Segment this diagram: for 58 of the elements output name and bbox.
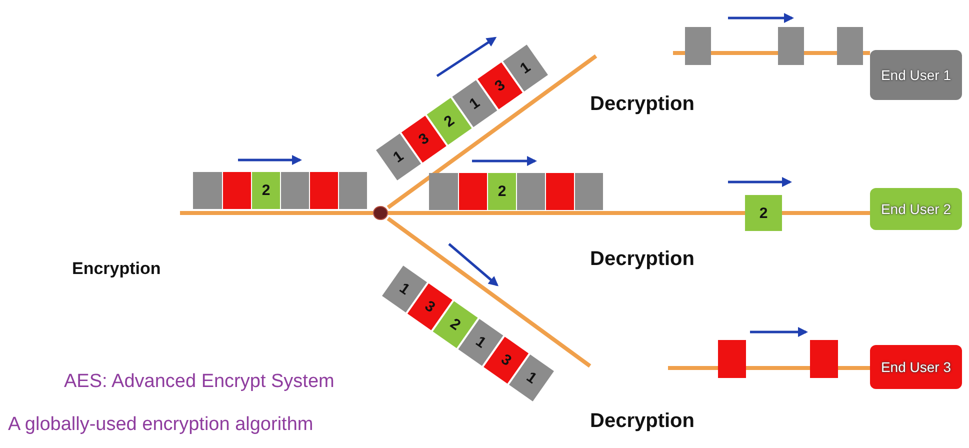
caption-text: A globally-used encryption algorithm — [8, 414, 314, 436]
packet-cell — [280, 172, 309, 208]
connector-line — [838, 366, 870, 370]
decryption-label: Decryption — [590, 410, 694, 433]
encryption-label: Encryption — [72, 259, 161, 279]
end-user-box — [870, 188, 962, 230]
packet-cell — [309, 172, 338, 208]
cell-number: 3 — [422, 296, 438, 316]
packet-cell — [574, 172, 603, 210]
packet-cell — [487, 172, 516, 210]
cell-number: 2 — [759, 204, 768, 222]
connector-line — [804, 51, 837, 55]
cell-number: 3 — [498, 350, 514, 370]
decryption-label: Decryption — [590, 93, 694, 116]
packet-cell — [810, 340, 838, 378]
packet-cell — [222, 172, 251, 208]
connector-line — [386, 54, 598, 210]
junction-dot — [373, 206, 388, 220]
connector-line — [388, 211, 745, 215]
cell-number: 1 — [472, 332, 489, 352]
packet-cell — [837, 27, 863, 65]
cell-number: 1 — [396, 279, 413, 298]
cell-number: 1 — [517, 58, 534, 77]
packet-cell — [458, 172, 487, 210]
packet-cell — [685, 27, 711, 65]
caption-text: AES: Advanced Encrypt System — [64, 371, 334, 393]
connector-line — [673, 51, 685, 55]
end-user-box — [870, 50, 962, 100]
packet-cell — [516, 172, 545, 210]
cell-number: 2 — [441, 112, 458, 130]
cell-number: 3 — [492, 76, 508, 95]
connector-line — [180, 211, 373, 215]
cell-number: 1 — [390, 147, 407, 166]
end-user-box — [870, 345, 962, 389]
packet-cell — [718, 340, 746, 378]
connector-line — [863, 51, 870, 55]
packet-cell — [338, 172, 367, 208]
packet-cell — [778, 27, 804, 65]
end-user-label: End User 2 — [880, 202, 952, 216]
packet-cell — [745, 195, 782, 231]
end-user-label: End User 1 — [880, 68, 952, 82]
connector-line — [711, 51, 778, 55]
connector-line — [386, 216, 592, 368]
packet-cell — [251, 172, 280, 208]
connector-line — [746, 366, 810, 370]
cell-number: 2 — [447, 314, 464, 334]
cell-number: 2 — [262, 182, 270, 198]
cell-number: 2 — [498, 182, 506, 200]
packet-cell — [429, 172, 458, 210]
cell-number: 1 — [523, 368, 540, 387]
connector-line — [782, 211, 870, 215]
end-user-label: End User 3 — [880, 360, 952, 374]
cell-number: 3 — [416, 129, 432, 148]
packet-cell — [545, 172, 574, 210]
packet-cell — [193, 172, 222, 208]
connector-line — [668, 366, 718, 370]
cell-number: 1 — [466, 94, 483, 112]
decryption-label: Decryption — [590, 248, 694, 271]
